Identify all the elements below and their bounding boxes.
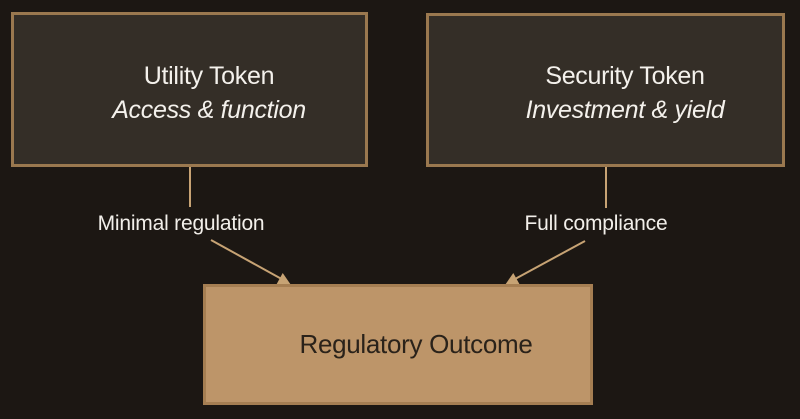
node-security-token: Security Token Investment & yield [426,13,785,167]
security-token-subtitle: Investment & yield [525,96,725,124]
node-regulatory-outcome: Regulatory Outcome [203,284,593,405]
utility-arrow-line [210,239,283,280]
security-arrow-line [514,240,586,281]
regulatory-outcome-title: Regulatory Outcome [299,329,533,359]
edge-label-full-compliance: Full compliance [524,212,668,235]
edge-label-minimal-regulation: Minimal regulation [97,212,265,235]
utility-token-subtitle: Access & function [112,95,306,124]
utility-token-title: Utility Token [143,61,275,90]
node-utility-token: Utility Token Access & function [11,12,368,167]
security-token-title: Security Token [545,62,705,90]
